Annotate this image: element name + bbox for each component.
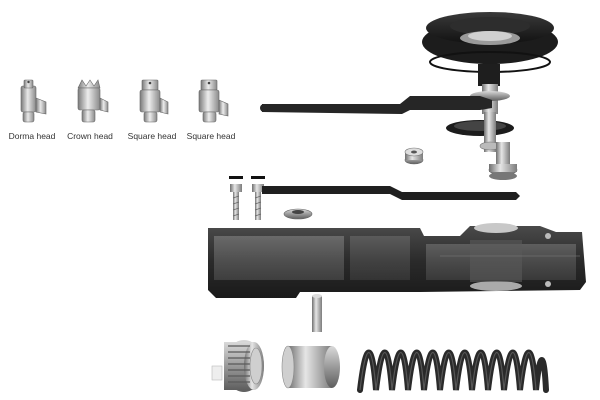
screw-pair [229,176,265,220]
lower-lever-arm [262,186,520,200]
square-head-icon [198,79,229,123]
head-label-square-1: Square head [127,131,177,141]
crown-head-icon [77,79,109,123]
spindle-assembly [446,64,514,152]
closer-body [208,223,586,298]
piston [281,345,340,389]
small-nut [404,147,424,165]
washer [283,208,313,220]
head-label-crown: Crown head [67,131,113,141]
upper-lever-arm [262,96,492,114]
square-head-icon [139,79,169,123]
pinion-gear [488,142,518,180]
dorma-head-icon [20,79,47,123]
head-label-dorma: Dorma head [8,131,56,141]
head-option-square-1: Square head [120,72,184,144]
compression-spring [357,349,549,393]
end-plug [211,340,264,392]
head-label-square-2: Square head [186,131,236,141]
piston-pin [312,294,322,332]
head-option-crown: Crown head [58,72,122,144]
head-option-dorma: Dorma head [0,72,64,144]
head-option-square-2: Square head [179,72,243,144]
